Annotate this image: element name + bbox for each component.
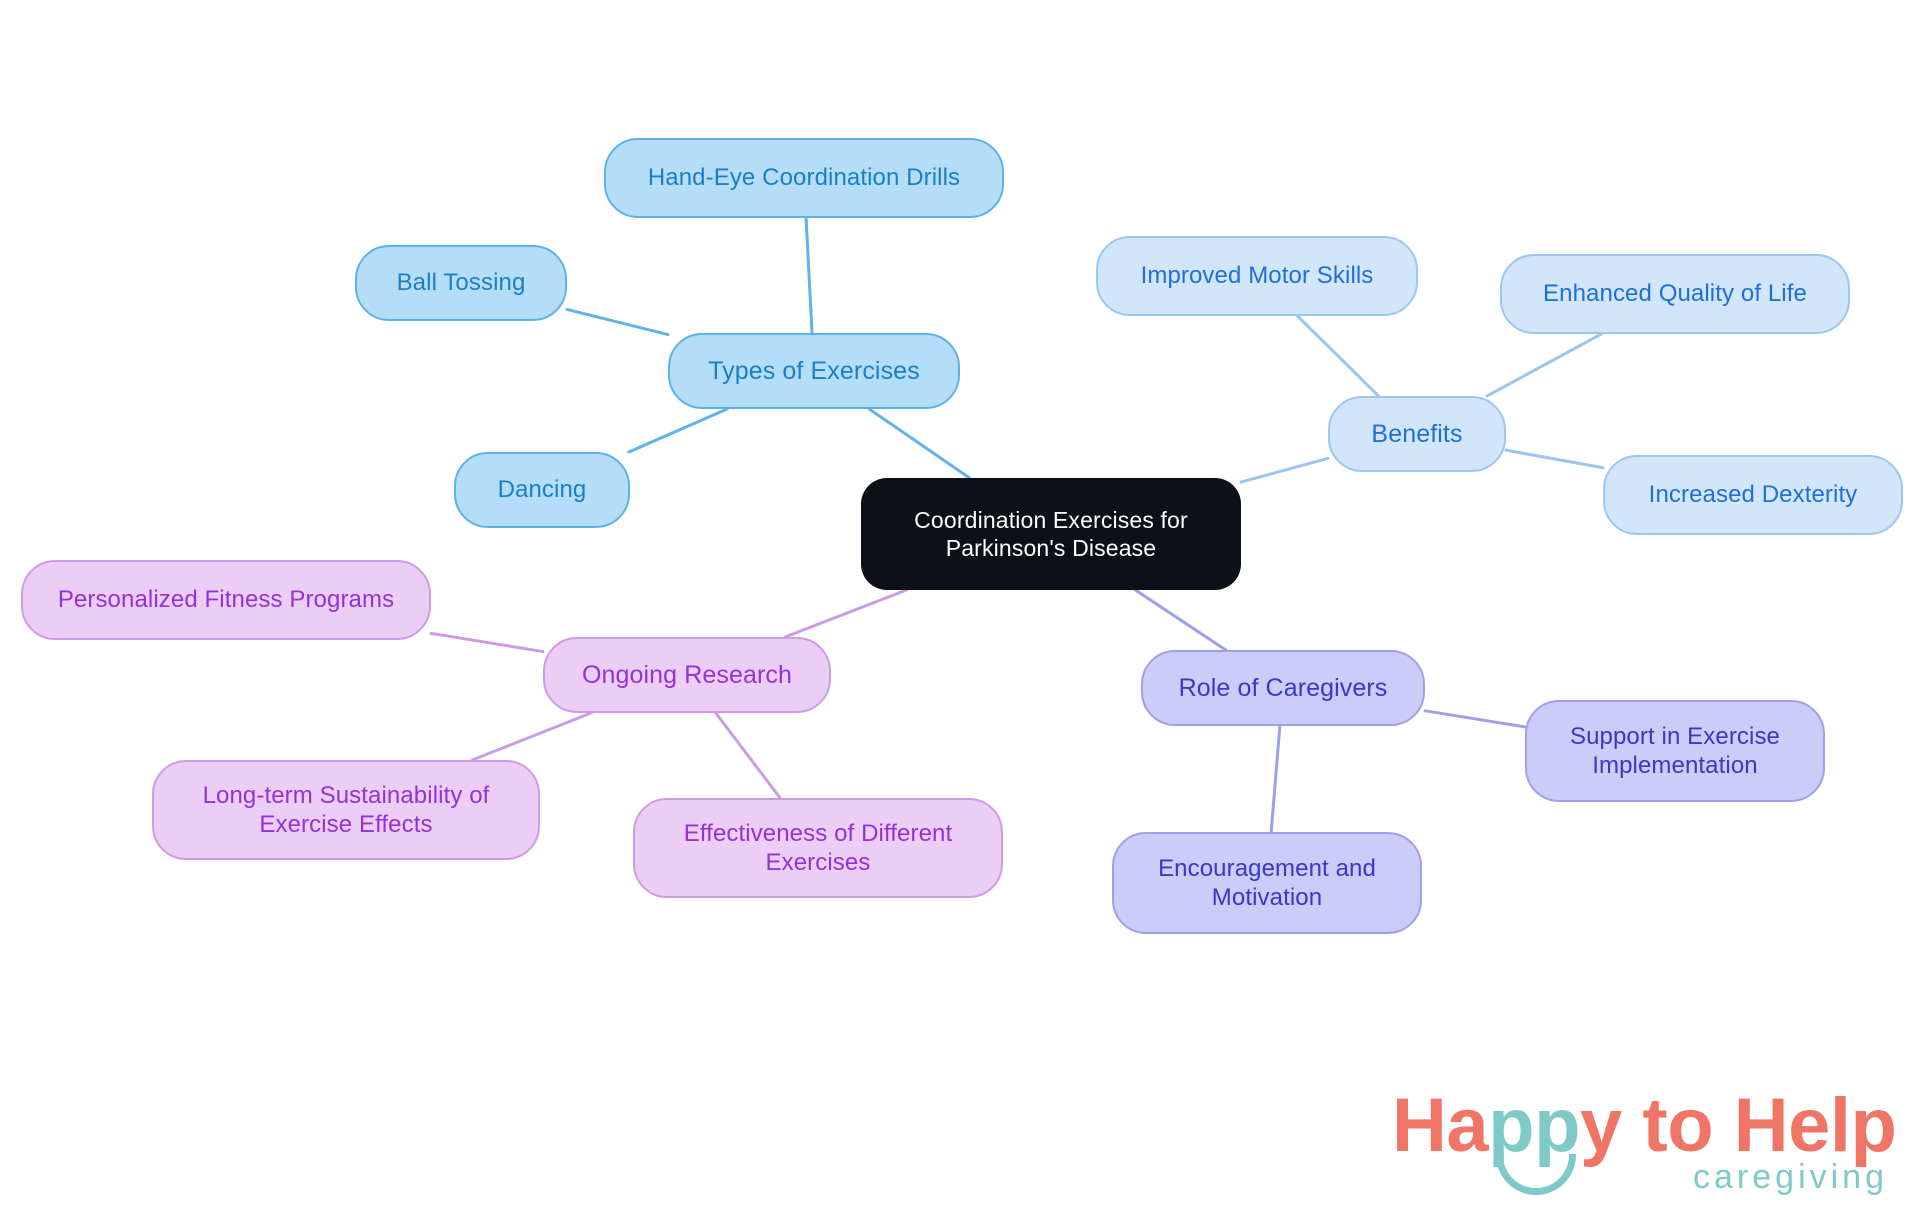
mindmap-leaf-node-long-term-sustainability-of-exercise-effects[interactable]: Long-term Sustainability of Exercise Eff… xyxy=(152,760,540,860)
mindmap-leaf-node-encouragement-and-motivation[interactable]: Encouragement and Motivation xyxy=(1112,832,1422,934)
mindmap-edge-ongoing-research-to-long-term-sustainability-of-exercise-effects xyxy=(470,711,593,762)
mindmap-edge-types-of-exercises-to-dancing xyxy=(627,407,729,454)
brand-logo: Happy to Help caregiving xyxy=(1392,1088,1897,1206)
mindmap-edge-root-to-benefits xyxy=(1239,456,1330,484)
mindmap-branch-node-types-of-exercises[interactable]: Types of Exercises xyxy=(668,333,960,409)
mindmap-leaf-node-ball-tossing[interactable]: Ball Tossing xyxy=(355,245,567,321)
mindmap-leaf-node-personalized-fitness-programs[interactable]: Personalized Fitness Programs xyxy=(21,560,431,640)
logo-wordmark: Happy to Help xyxy=(1392,1088,1897,1164)
mindmap-leaf-node-effectiveness-of-different-exercises[interactable]: Effectiveness of Different Exercises xyxy=(633,798,1003,898)
mindmap-branch-node-ongoing-research[interactable]: Ongoing Research xyxy=(543,637,831,713)
mindmap-edge-root-to-ongoing-research xyxy=(783,588,908,639)
mindmap-root-node[interactable]: Coordination Exercises for Parkinson's D… xyxy=(861,478,1241,590)
mindmap-edge-benefits-to-enhanced-quality-of-life xyxy=(1485,332,1603,398)
mindmap-edge-role-of-caregivers-to-support-in-exercise-implementation xyxy=(1423,709,1527,729)
mindmap-branch-node-role-of-caregivers[interactable]: Role of Caregivers xyxy=(1141,650,1425,726)
mindmap-edge-ongoing-research-to-effectiveness-of-different-exercises xyxy=(714,711,782,800)
mindmap-edge-role-of-caregivers-to-encouragement-and-motivation xyxy=(1269,724,1282,834)
mindmap-edge-types-of-exercises-to-hand-eye-coordination-drills xyxy=(804,216,814,335)
mindmap-edge-root-to-role-of-caregivers xyxy=(1133,588,1228,652)
mindmap-edge-benefits-to-improved-motor-skills xyxy=(1296,314,1381,398)
logo-part-1: Ha xyxy=(1392,1083,1489,1168)
mindmap-branch-node-benefits[interactable]: Benefits xyxy=(1328,396,1506,472)
logo-part-2: pp xyxy=(1488,1083,1581,1168)
logo-tagline: caregiving xyxy=(1693,1158,1888,1196)
logo-part-3: y to Help xyxy=(1580,1083,1897,1168)
logo-smile-icon xyxy=(1496,1154,1576,1195)
mindmap-edge-ongoing-research-to-personalized-fitness-programs xyxy=(429,631,545,654)
mindmap-leaf-node-improved-motor-skills[interactable]: Improved Motor Skills xyxy=(1096,236,1418,316)
mindmap-edge-root-to-types-of-exercises xyxy=(867,407,972,480)
mindmap-edge-types-of-exercises-to-ball-tossing xyxy=(565,307,670,337)
mindmap-leaf-node-increased-dexterity[interactable]: Increased Dexterity xyxy=(1603,455,1903,535)
mindmap-leaf-node-dancing[interactable]: Dancing xyxy=(454,452,630,528)
mindmap-leaf-node-enhanced-quality-of-life[interactable]: Enhanced Quality of Life xyxy=(1500,254,1850,334)
mindmap-edge-benefits-to-increased-dexterity xyxy=(1504,448,1605,470)
mindmap-leaf-node-hand-eye-coordination-drills[interactable]: Hand-Eye Coordination Drills xyxy=(604,138,1004,218)
mindmap-leaf-node-support-in-exercise-implementation[interactable]: Support in Exercise Implementation xyxy=(1525,700,1825,802)
